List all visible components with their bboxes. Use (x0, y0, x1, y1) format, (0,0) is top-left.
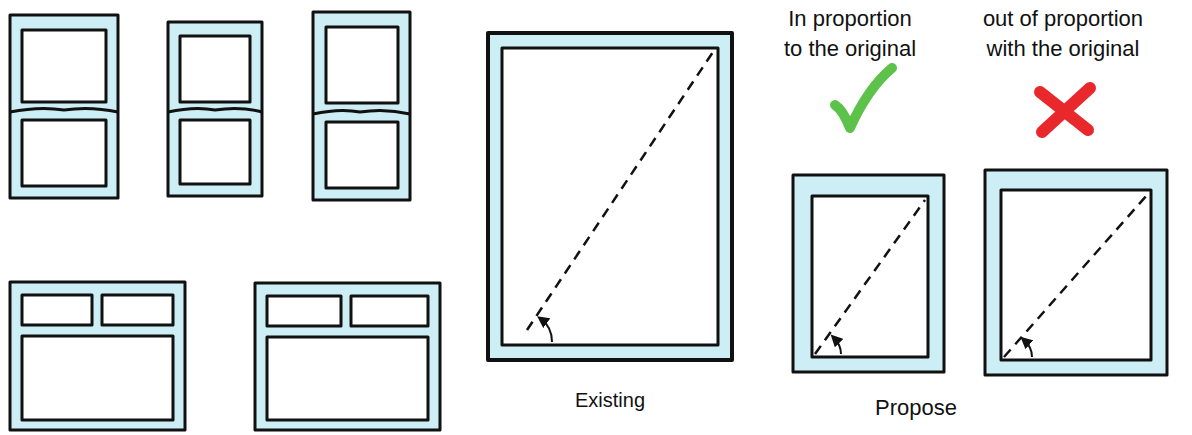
cross-mark (1040, 88, 1090, 132)
casement-window (255, 283, 440, 430)
check-mark (835, 68, 892, 128)
diagonal-lines (527, 52, 1147, 357)
label-text: out of proportion with the original (969, 4, 1157, 64)
casement-window (10, 282, 185, 430)
angle-arrows (541, 319, 1032, 357)
sash-window (10, 15, 118, 198)
sash-window (313, 12, 410, 200)
label-text: In proportion to the original (779, 4, 921, 64)
caption-text: Existing (530, 385, 690, 415)
caption-text: Propose (836, 393, 996, 423)
proposed-window (985, 170, 1167, 375)
sash-window (168, 22, 262, 196)
proposed-window (793, 175, 944, 372)
existing-window (488, 33, 732, 360)
